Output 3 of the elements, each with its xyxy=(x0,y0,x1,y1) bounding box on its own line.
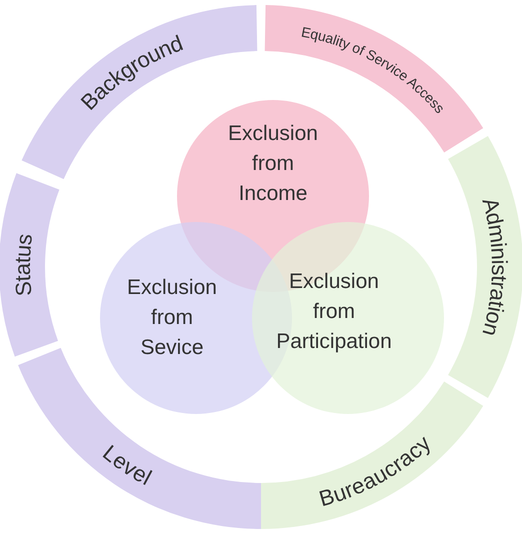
circle-label: Exclusion from Income xyxy=(227,121,319,207)
circle-label: Exclusion from Participation xyxy=(275,269,393,355)
circle-label: Exclusion from Sevice xyxy=(126,275,218,361)
